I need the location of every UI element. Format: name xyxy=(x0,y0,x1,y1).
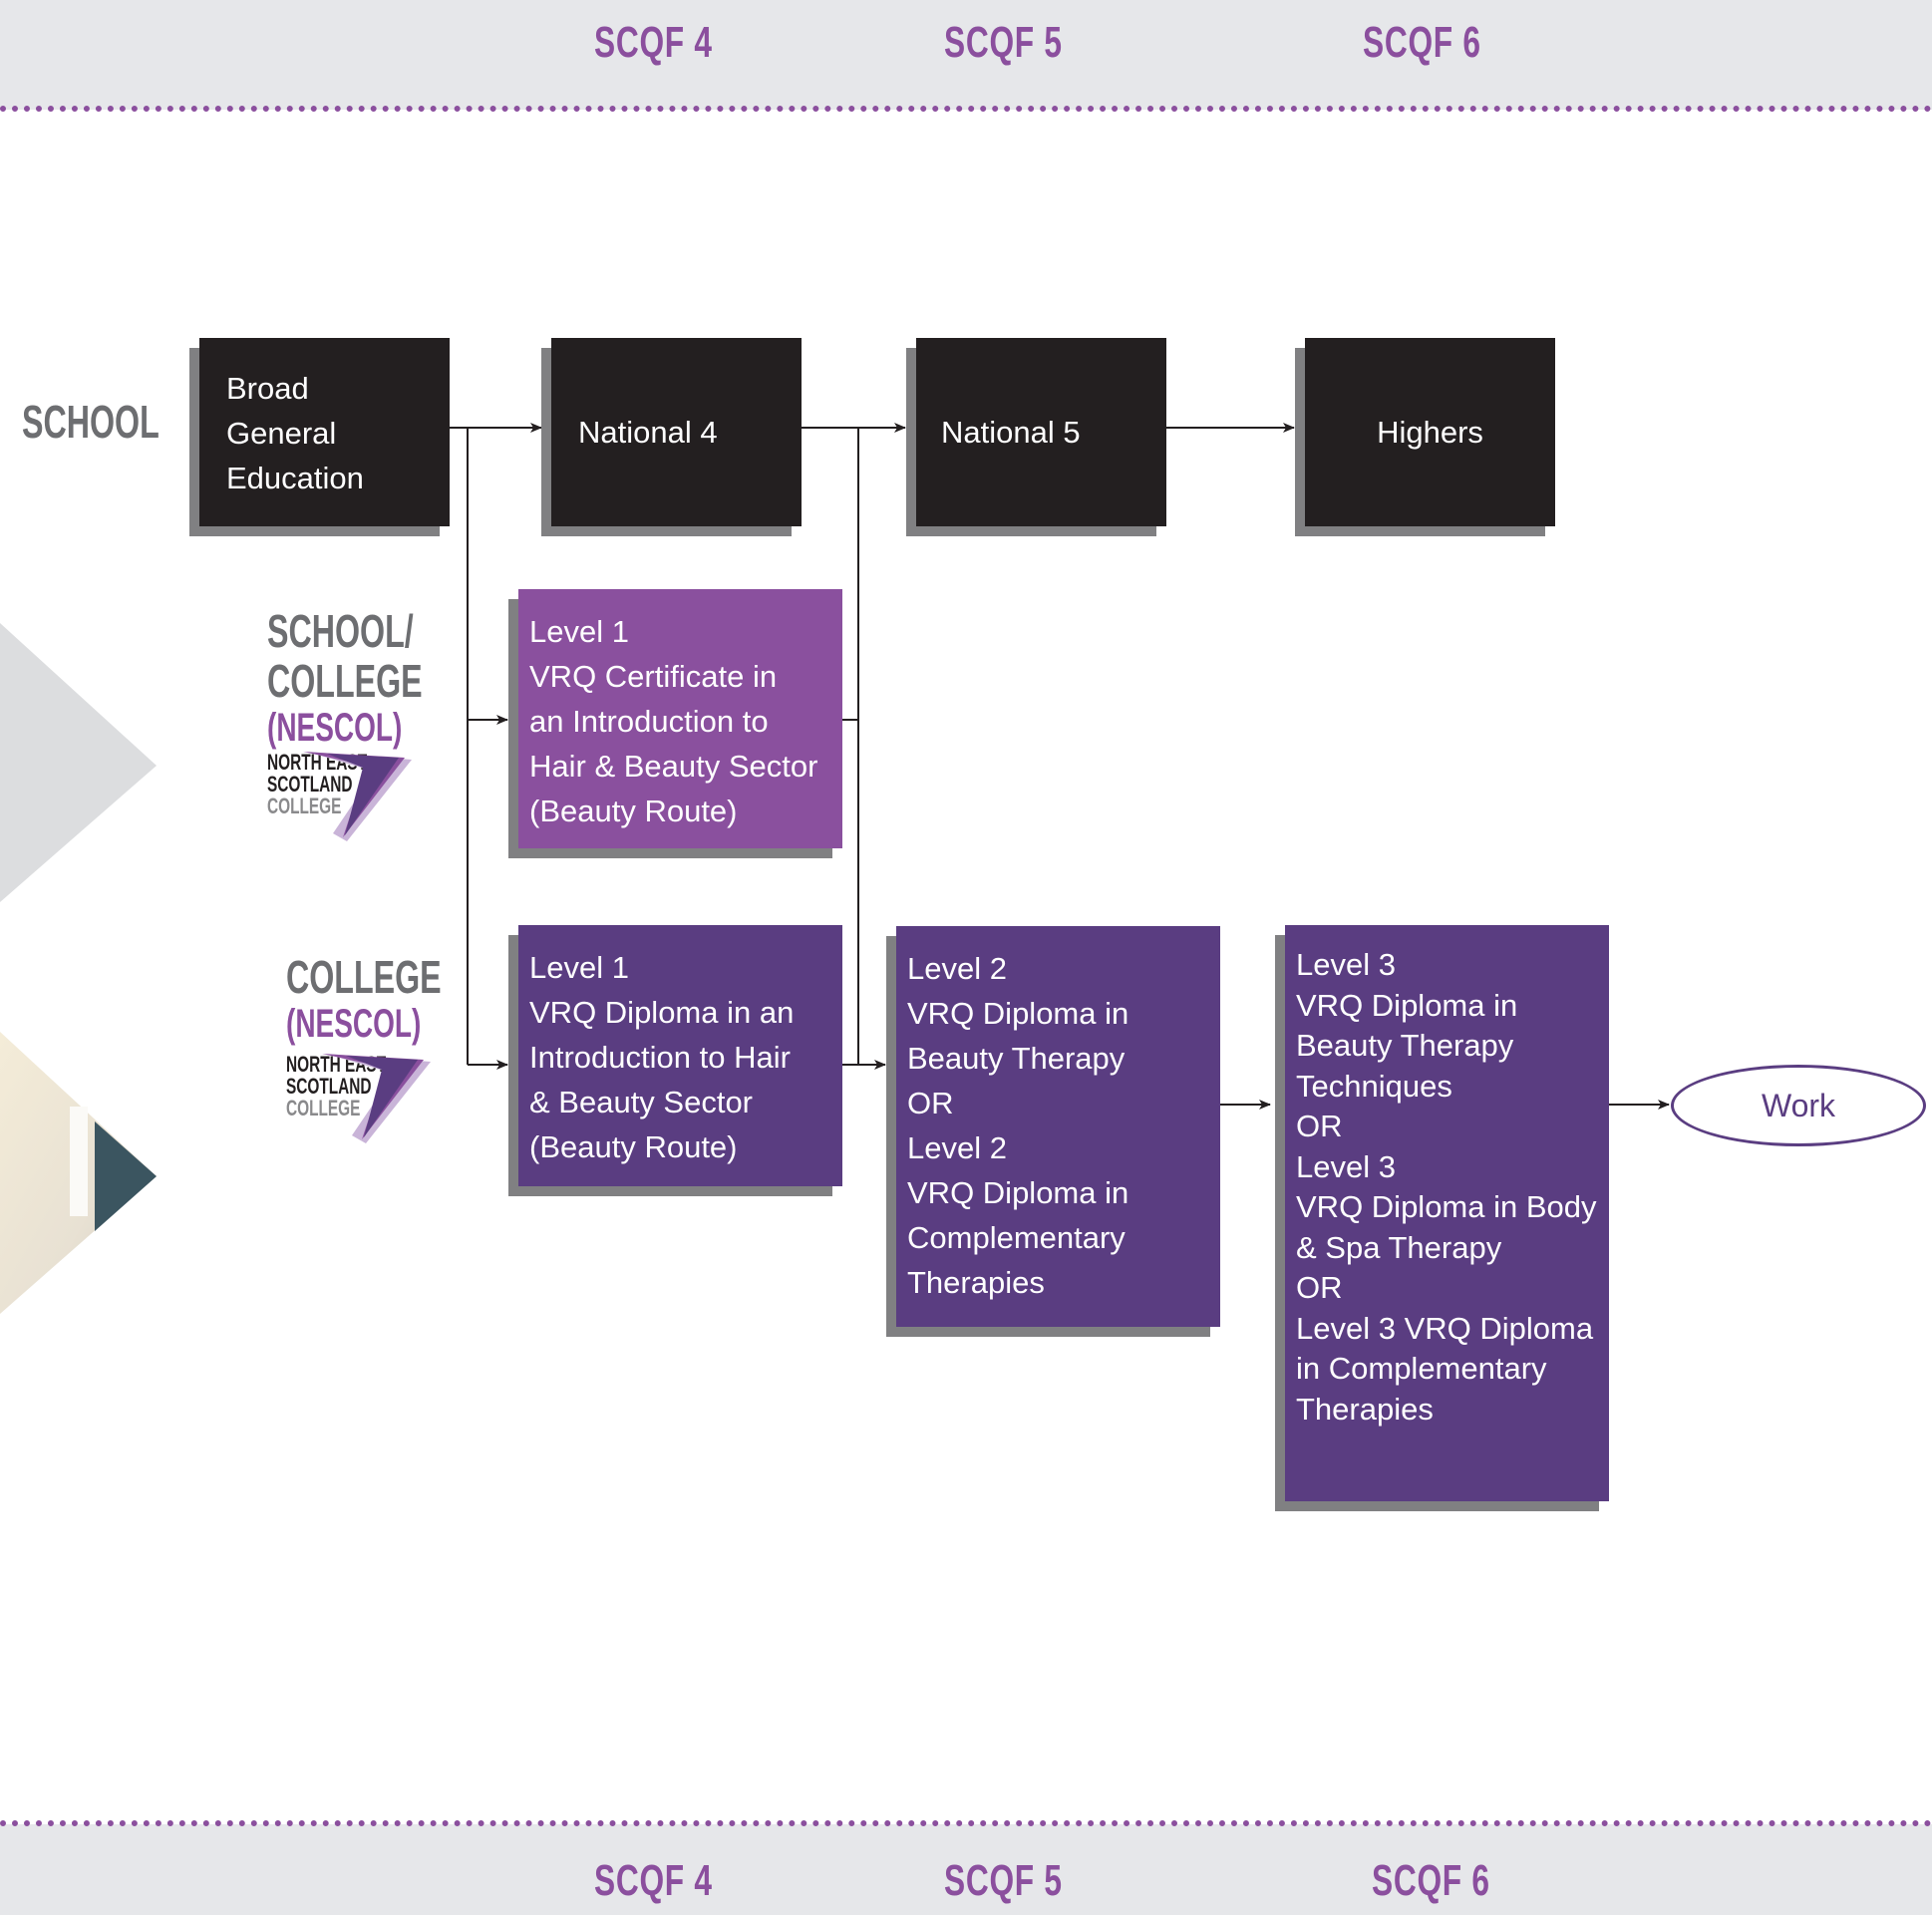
row-label-college-line1: COLLEGE xyxy=(286,951,442,1003)
header-dotted-divider xyxy=(0,106,1932,112)
work-outcome-label: Work xyxy=(1761,1087,1836,1123)
box-level2-vrq-diploma-text: Level 2 VRQ Diploma in Beauty Therapy OR… xyxy=(907,951,1129,1300)
footer-scqf-6: SCQF 6 xyxy=(1372,1856,1490,1905)
logo-line3: COLLEGE xyxy=(267,794,342,818)
nescol-logo: NORTH EAST SCOTLAND COLLEGE xyxy=(267,752,427,841)
row-label-school-college: SCHOOL/ COLLEGE (NESCOL) xyxy=(267,606,423,750)
header-scqf-5: SCQF 5 xyxy=(944,18,1063,67)
box-highers-text: Highers xyxy=(1377,415,1483,450)
box-national-5: National 5 xyxy=(916,338,1166,526)
box-national-5-text: National 5 xyxy=(941,415,1081,450)
box-broad-general-education: Broad General Education xyxy=(199,338,450,526)
header-scqf-6: SCQF 6 xyxy=(1363,18,1481,67)
row-label-school-college-line1: SCHOOL/ xyxy=(267,605,414,657)
footer-band xyxy=(0,1824,1932,1915)
logo-line2: SCOTLAND xyxy=(267,772,353,797)
row-label-school-college-line3: (NESCOL) xyxy=(267,706,403,750)
row-label-college-line2: (NESCOL) xyxy=(286,1002,422,1046)
box-level1-vrq-diploma-text: Level 1 VRQ Diploma in an Introduction t… xyxy=(529,950,795,1164)
logo-college-line2: SCOTLAND xyxy=(286,1074,372,1099)
row-label-school-college-line2: COLLEGE xyxy=(267,655,423,707)
box-national-4-text: National 4 xyxy=(578,415,718,450)
box-level1-vrq-certificate-text: Level 1 VRQ Certificate in an Introducti… xyxy=(529,614,818,828)
box-level3-vrq-diploma: Level 3 VRQ Diploma in Beauty Therapy Te… xyxy=(1285,925,1609,1501)
header-band xyxy=(0,0,1932,110)
nescol-chevron-icon xyxy=(303,752,412,841)
box-level1-vrq-diploma: Level 1 VRQ Diploma in an Introduction t… xyxy=(518,925,842,1186)
row-label-college: COLLEGE (NESCOL) xyxy=(286,952,442,1046)
footer-scqf-5: SCQF 5 xyxy=(944,1856,1063,1905)
nescol-logo-college: NORTH EAST SCOTLAND COLLEGE xyxy=(286,1054,446,1143)
work-outcome-oval: Work xyxy=(1671,1065,1926,1146)
box-level3-vrq-diploma-text: Level 3 VRQ Diploma in Beauty Therapy Te… xyxy=(1296,947,1597,1427)
box-highers: Highers xyxy=(1305,338,1555,526)
header-scqf-4: SCQF 4 xyxy=(594,18,713,67)
footer-scqf-4: SCQF 4 xyxy=(594,1856,713,1905)
row-label-school: SCHOOL xyxy=(22,396,160,448)
box-level2-vrq-diploma: Level 2 VRQ Diploma in Beauty Therapy OR… xyxy=(896,926,1220,1327)
box-national-4: National 4 xyxy=(551,338,802,526)
decorative-grey-triangle xyxy=(0,623,157,902)
nescol-chevron-icon xyxy=(322,1054,431,1143)
box-broad-general-education-text: Broad General Education xyxy=(226,371,364,495)
logo-college-line3: COLLEGE xyxy=(286,1096,361,1120)
footer-dotted-divider xyxy=(0,1820,1932,1826)
box-level1-vrq-certificate: Level 1 VRQ Certificate in an Introducti… xyxy=(518,589,842,848)
